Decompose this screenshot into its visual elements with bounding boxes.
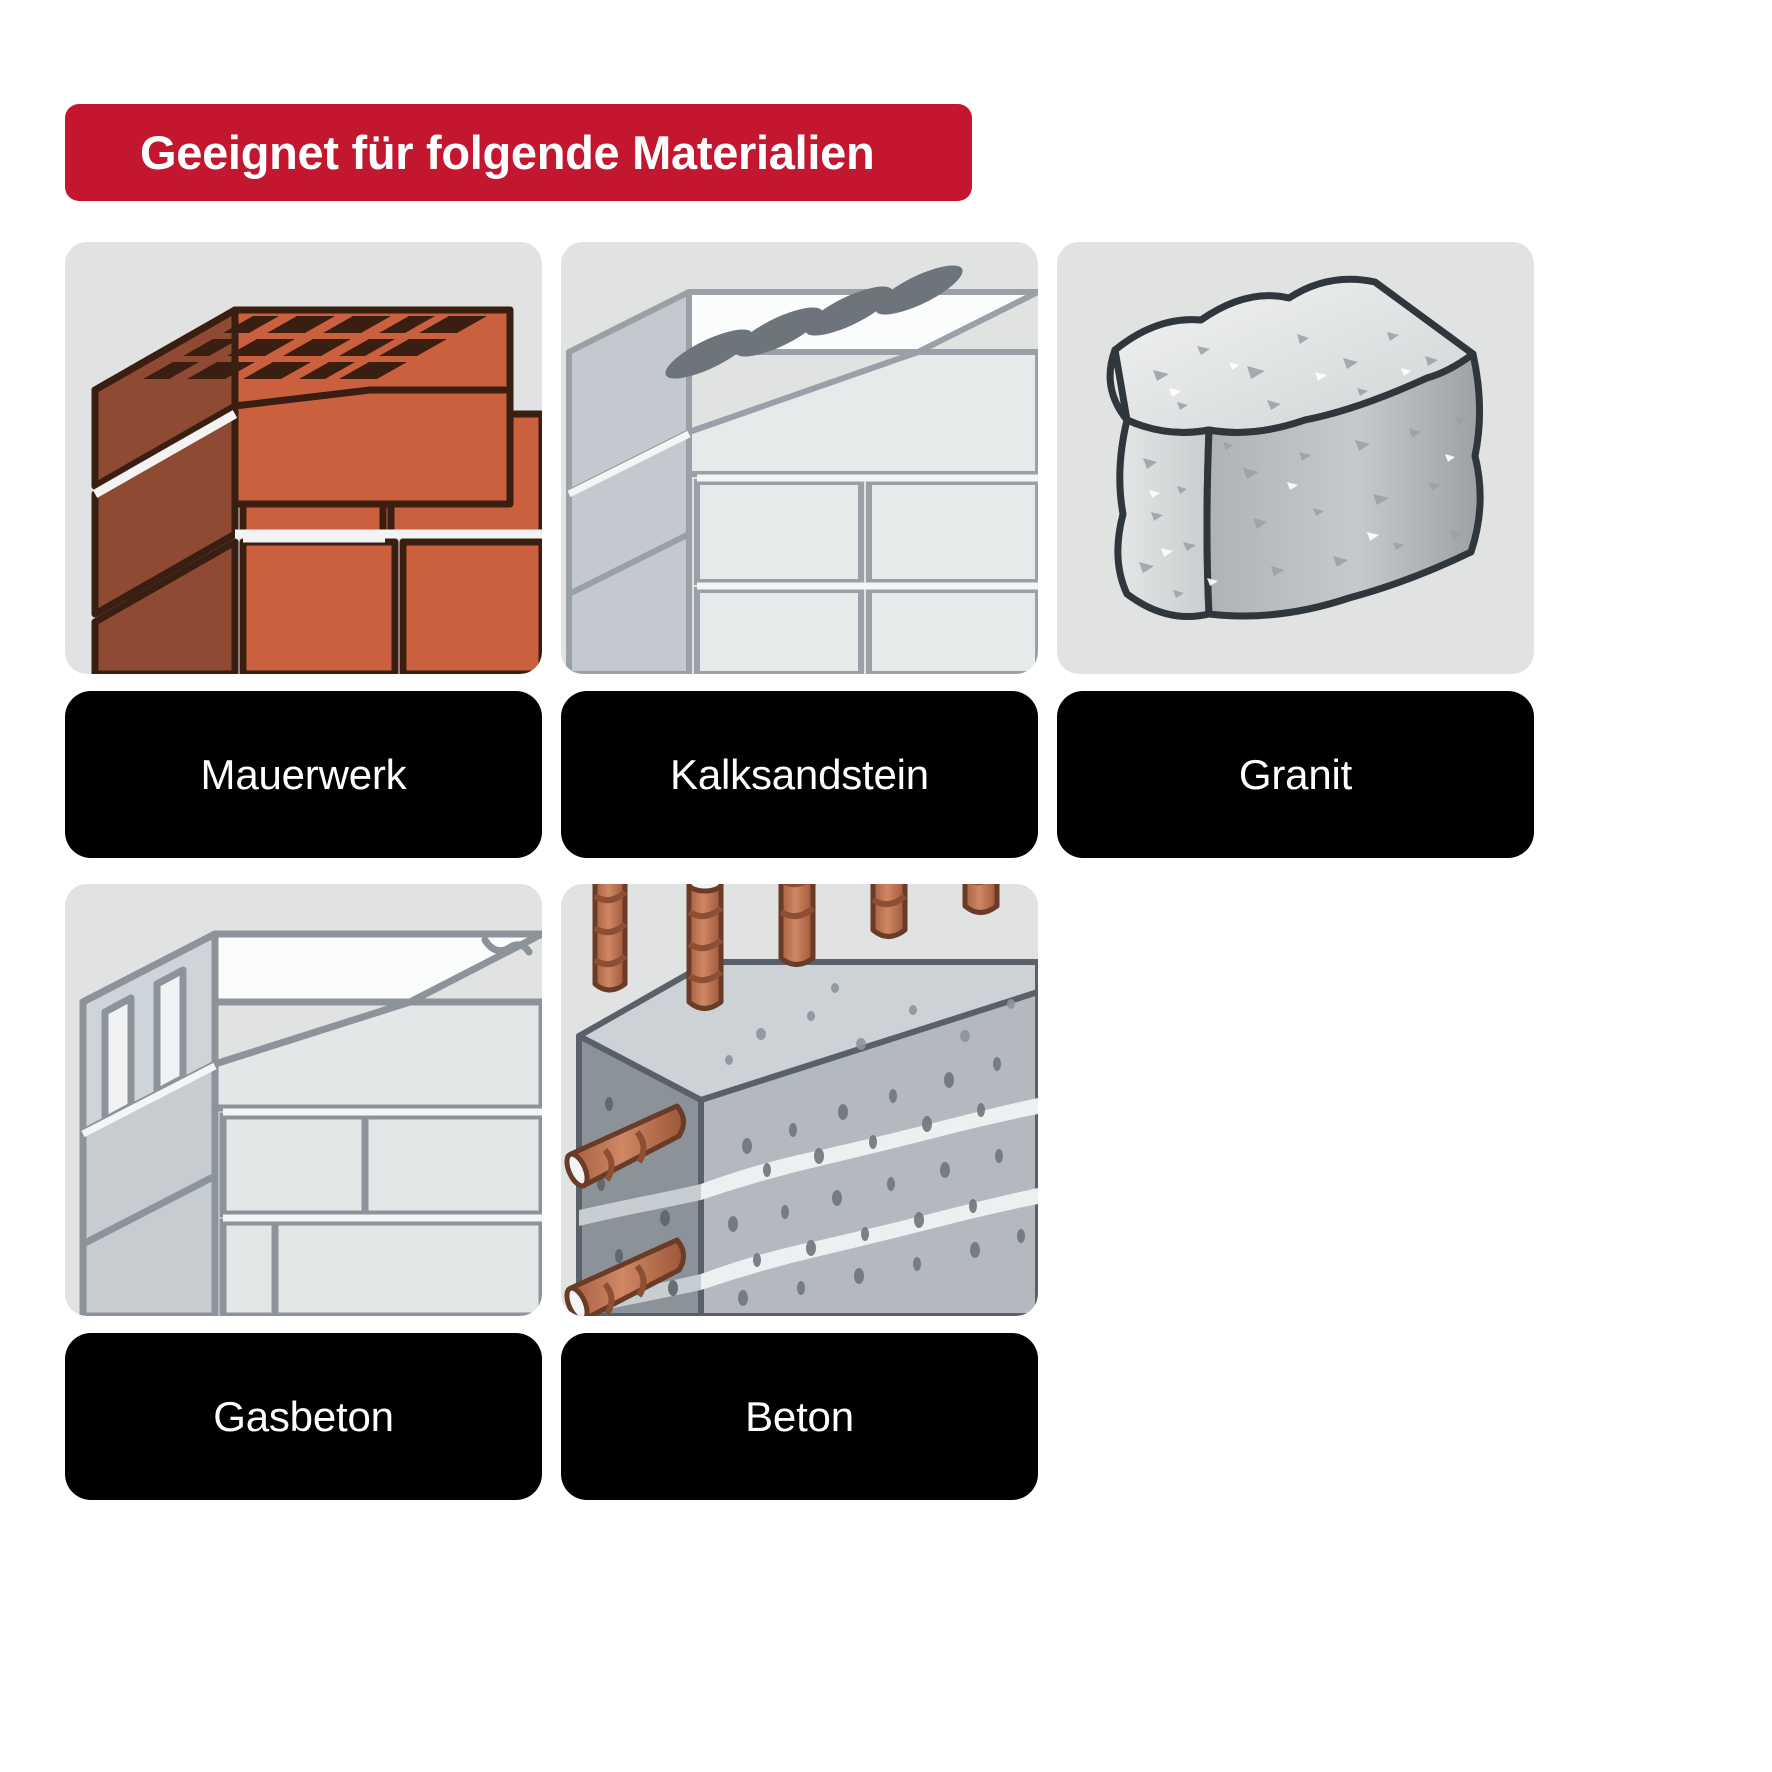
material-label-beton: Beton xyxy=(561,1333,1038,1500)
brick-wall-illustration xyxy=(65,242,542,674)
materials-grid: Mauerwerk xyxy=(65,242,1720,1500)
material-label-text: Gasbeton xyxy=(213,1392,394,1440)
banner-title: Geeignet für folgende Materialien xyxy=(140,126,875,179)
material-label-mauerwerk: Mauerwerk xyxy=(65,691,542,858)
material-card-gasbeton[interactable]: Gasbeton xyxy=(65,884,542,1500)
material-label-gasbeton: Gasbeton xyxy=(65,1333,542,1500)
material-card-kalksandstein[interactable]: Kalksandstein xyxy=(561,242,1038,858)
material-card-beton[interactable]: Beton xyxy=(561,884,1038,1500)
material-card-granit[interactable]: Granit xyxy=(1057,242,1534,858)
reinforced-concrete-wall-illustration xyxy=(561,884,1038,1316)
material-label-granit: Granit xyxy=(1057,691,1534,858)
lime-sandstone-block-illustration xyxy=(561,242,1038,674)
material-label-text: Beton xyxy=(745,1392,854,1440)
aerated-concrete-block-illustration xyxy=(65,884,542,1316)
material-label-text: Granit xyxy=(1238,750,1353,798)
granite-cube-illustration xyxy=(1057,242,1534,674)
material-label-kalksandstein: Kalksandstein xyxy=(561,691,1038,858)
material-label-text: Kalksandstein xyxy=(670,750,929,798)
material-label-text: Mauerwerk xyxy=(200,750,407,798)
material-card-mauerwerk[interactable]: Mauerwerk xyxy=(65,242,542,858)
section-banner: Geeignet für folgende Materialien xyxy=(65,104,972,201)
